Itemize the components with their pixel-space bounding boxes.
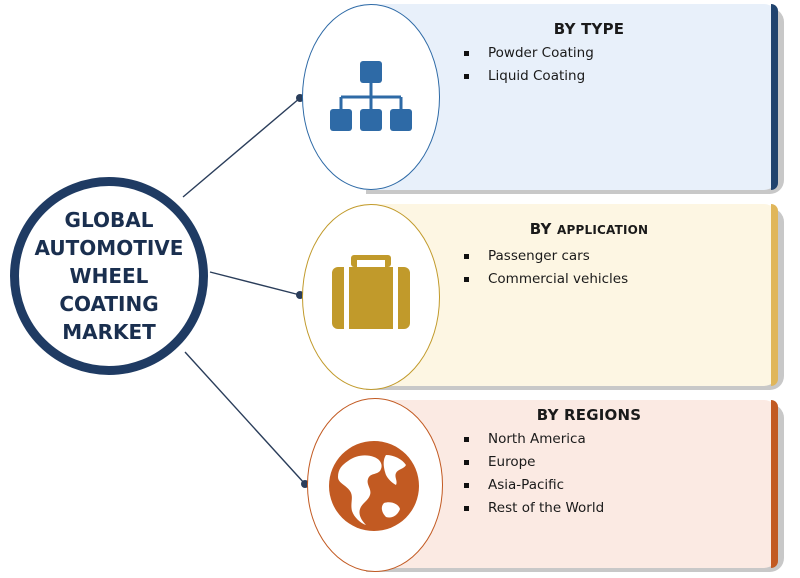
application-icon-circle (302, 204, 440, 390)
list-item: Commercial vehicles (464, 268, 628, 291)
bullet (464, 483, 469, 488)
regions-panel-title: BY REGIONS (420, 406, 758, 424)
list-item: North America (464, 428, 604, 451)
list-item-label: Asia-Pacific (488, 477, 565, 493)
globe-icon (329, 441, 419, 531)
application-panel-title: BY APPLICATION (420, 220, 758, 238)
application-item-list: Passenger cars Commercial vehicles (464, 245, 628, 291)
connector-type (182, 97, 301, 198)
connector-application (209, 271, 301, 296)
bullet (464, 437, 469, 442)
list-item-label: Passenger cars (488, 248, 590, 264)
bullet (464, 506, 469, 511)
list-item: Asia-Pacific (464, 474, 604, 497)
list-item-label: North America (488, 431, 586, 447)
type-icon-circle (302, 4, 440, 190)
hierarchy-icon (330, 61, 412, 131)
bullet (464, 254, 469, 259)
application-title-small: APPLICATION (557, 223, 649, 237)
bullet (464, 277, 469, 282)
regions-title-text: BY REGIONS (536, 406, 642, 424)
center-circle (10, 177, 208, 375)
bullet (464, 51, 469, 56)
connector-regions (184, 351, 306, 485)
bullet (464, 460, 469, 465)
list-item-label: Liquid Coating (488, 68, 586, 84)
regions-item-list: North America Europe Asia-Pacific Rest o… (464, 428, 604, 520)
type-panel-edge (771, 4, 778, 190)
list-item: Liquid Coating (464, 65, 594, 88)
list-item: Europe (464, 451, 604, 474)
type-panel-title: BY TYPE (420, 20, 758, 38)
list-item-label: Rest of the World (488, 500, 605, 516)
suitcase-icon (332, 255, 410, 329)
list-item: Rest of the World (464, 497, 604, 520)
type-item-list: Powder Coating Liquid Coating (464, 42, 594, 88)
type-title-text: BY TYPE (553, 20, 625, 38)
list-item-label: Europe (488, 454, 536, 470)
list-item: Powder Coating (464, 42, 594, 65)
list-item-label: Commercial vehicles (488, 271, 629, 287)
application-panel-edge (771, 204, 778, 386)
list-item: Passenger cars (464, 245, 628, 268)
regions-panel-edge (771, 400, 778, 568)
center-title: GLOBAL AUTOMOTIVE WHEEL COATING MARKET (34, 208, 184, 344)
bullet (464, 74, 469, 79)
regions-icon-circle (307, 398, 443, 572)
list-item-label: Powder Coating (488, 45, 594, 61)
application-title-text: BY (529, 220, 558, 238)
